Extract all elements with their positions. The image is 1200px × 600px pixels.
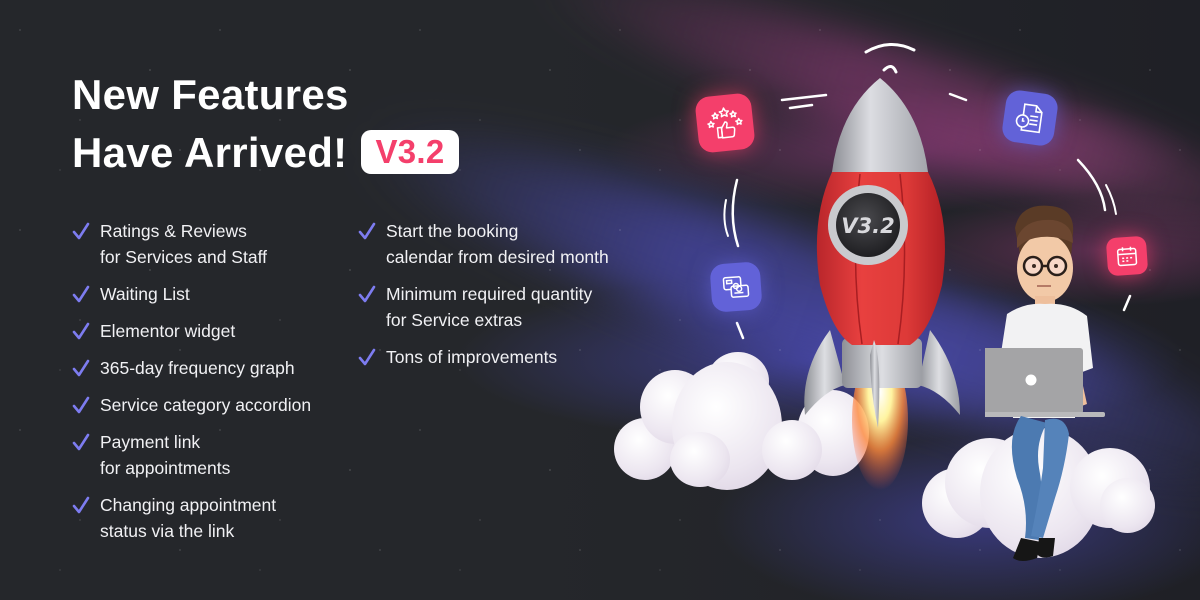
feature-item: Tons of improvements	[358, 344, 609, 370]
character-with-laptop	[985, 205, 1105, 561]
check-icon	[72, 433, 90, 451]
headline-line-1: New Features	[72, 71, 349, 118]
feature-item: 365-day frequency graph	[72, 355, 311, 381]
feature-item: Service category accordion	[72, 392, 311, 418]
feature-list-column-2: Start the booking calendar from desired …	[358, 218, 609, 381]
feature-text: Payment link for appointments	[100, 432, 231, 478]
feature-text: Waiting List	[100, 284, 190, 304]
feature-item: Waiting List	[72, 281, 311, 307]
check-icon	[72, 396, 90, 414]
headline: New Features Have Arrived! V3.2	[72, 66, 459, 182]
feature-item: Changing appointment status via the link	[72, 492, 311, 544]
feature-text: Start the booking calendar from desired …	[386, 221, 609, 267]
feature-text: Elementor widget	[100, 321, 236, 341]
check-icon	[72, 496, 90, 514]
feature-text: Service category accordion	[100, 395, 312, 415]
feature-item: Elementor widget	[72, 318, 311, 344]
rocket: V3.2	[804, 78, 960, 490]
check-icon	[72, 322, 90, 340]
check-icon	[358, 348, 376, 366]
document-clock-icon	[1000, 88, 1060, 148]
feature-text: Tons of improvements	[386, 347, 558, 367]
feature-text: Minimum required quantity for Service ex…	[386, 284, 593, 330]
feature-item: Ratings & Reviews for Services and Staff	[72, 218, 311, 270]
ratings-thumbs-up-icon	[694, 92, 756, 154]
feature-item: Start the booking calendar from desired …	[358, 218, 609, 270]
check-icon	[72, 285, 90, 303]
feature-item: Minimum required quantity for Service ex…	[358, 281, 609, 333]
feature-item: Payment link for appointments	[72, 429, 311, 481]
headline-line-2: Have Arrived! V3.2	[72, 124, 459, 182]
check-icon	[72, 222, 90, 240]
payment-link-card-icon	[709, 261, 763, 313]
version-badge: V3.2	[361, 130, 459, 174]
calendar-icon	[1105, 235, 1149, 277]
check-icon	[358, 285, 376, 303]
feature-text: Changing appointment status via the link	[100, 495, 277, 541]
headline-line-2-text: Have Arrived!	[72, 129, 348, 176]
rocket-version-label: V3.2	[841, 214, 894, 238]
check-icon	[72, 359, 90, 377]
check-icon	[358, 222, 376, 240]
feature-list-column-1: Ratings & Reviews for Services and Staff…	[72, 218, 311, 555]
feature-text: 365-day frequency graph	[100, 358, 295, 378]
feature-text: Ratings & Reviews for Services and Staff	[100, 221, 267, 267]
cloud-left	[612, 340, 872, 500]
